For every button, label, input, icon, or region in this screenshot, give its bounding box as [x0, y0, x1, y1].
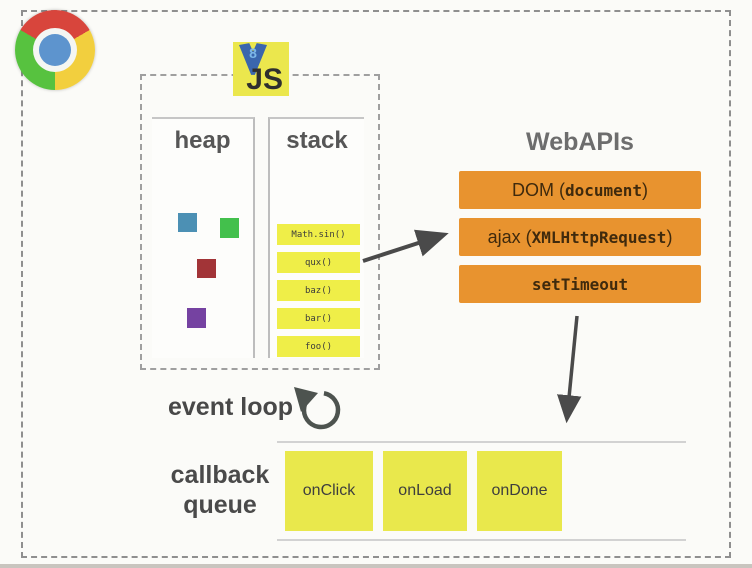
heap-object-green [220, 218, 239, 238]
stack-frame: bar() [277, 308, 360, 329]
queue-top-line [277, 441, 686, 443]
webapi-dom-prefix: DOM ( [511, 179, 565, 200]
callback-queue-label-line1: callback [170, 461, 270, 489]
callback-queue-label: callback queue [150, 460, 290, 520]
browser-boundary [21, 10, 731, 558]
heap-object-red [197, 259, 216, 278]
callback-onload: onLoad [383, 451, 467, 531]
webapi-ajax-suffix: ) [666, 226, 673, 247]
stack-label: stack [286, 127, 348, 154]
chrome-icon-center [39, 34, 71, 66]
webapi-ajax-code: XMLHttpRequest [531, 227, 667, 247]
webapi-dom: DOM (document) [459, 171, 701, 209]
chrome-icon [15, 10, 95, 90]
stack-frame: Math.sin() [277, 224, 360, 245]
stack-frame: baz() [277, 280, 360, 301]
js-logo-text: JS [246, 63, 283, 96]
event-loop-label: event loop [168, 393, 294, 421]
webapi-ajax: ajax (XMLHttpRequest) [459, 218, 701, 256]
bottom-edge [0, 564, 752, 568]
stack-frame: qux() [277, 252, 360, 273]
callback-queue-label-line2: queue [183, 491, 257, 519]
webapi-settimeout-code: setTimeout [531, 274, 629, 294]
call-stack: Math.sin() qux() baz() bar() foo() [277, 224, 360, 364]
callback-onclick: onClick [285, 451, 373, 531]
heap-object-purple [187, 308, 206, 328]
chrome-icon-ring [33, 28, 77, 72]
webapi-dom-suffix: ) [642, 179, 649, 200]
js-logo: 8 JS [233, 42, 289, 96]
heap-object-blue [178, 213, 197, 232]
webapi-settimeout: setTimeout [459, 265, 701, 303]
callback-ondone: onDone [477, 451, 562, 531]
webapis-title: WebAPIs [526, 128, 634, 156]
v8-icon: 8 [239, 42, 267, 81]
heap-label: heap [174, 127, 231, 154]
webapis-list: DOM (document) ajax (XMLHttpRequest) set… [459, 171, 701, 312]
queue-bottom-line [277, 539, 686, 541]
stack-frame: foo() [277, 336, 360, 357]
webapi-ajax-prefix: ajax ( [487, 226, 532, 247]
svg-text:8: 8 [249, 45, 257, 61]
webapi-dom-code: document [564, 180, 643, 200]
loop-arrow-icon [288, 383, 344, 438]
